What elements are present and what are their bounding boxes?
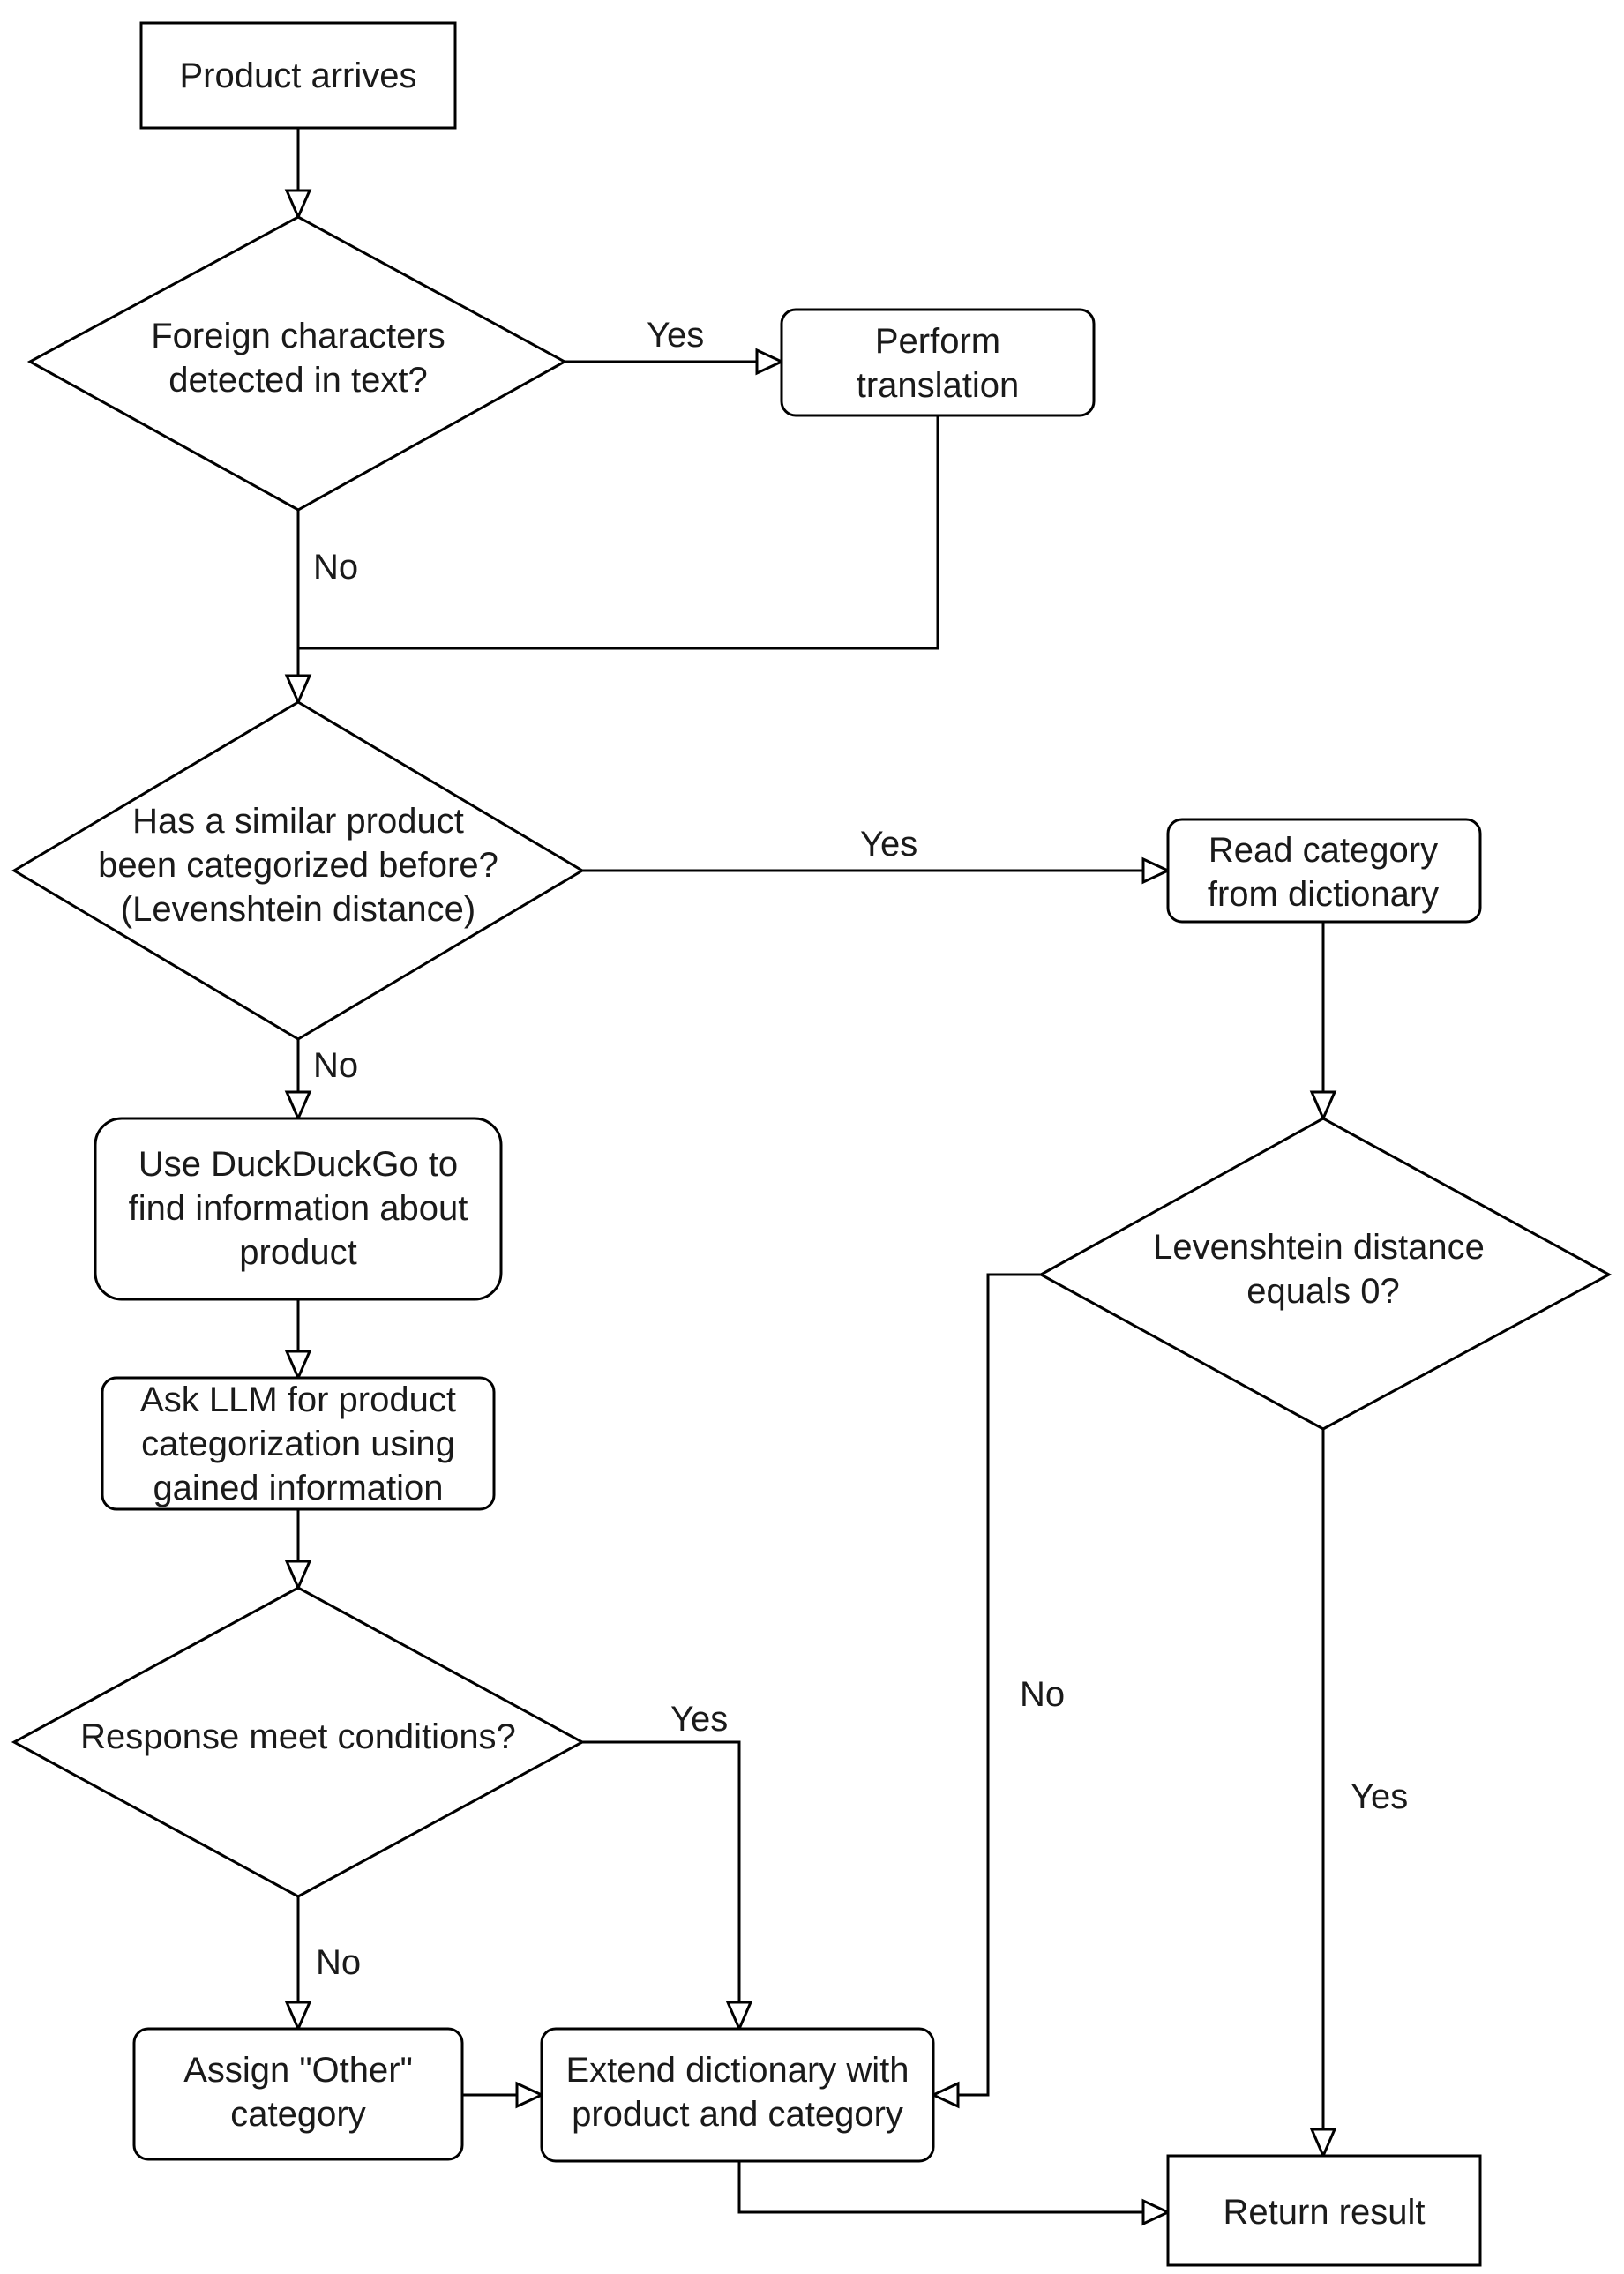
node-similar-product-line-1: Has a similar product <box>132 802 464 841</box>
node-read-category-line-2: from dictionary <box>1208 875 1439 914</box>
node-similar-product-line-3: (Levenshtein distance) <box>121 890 475 929</box>
node-ask-llm: Ask LLM for product categorization using… <box>101 1376 496 1511</box>
edge-duckduckgo-to-llm <box>284 1299 312 1381</box>
node-response-conditions-line-1: Response meet conditions? <box>80 1717 516 1756</box>
node-return-result-line-1: Return result <box>1224 2193 1426 2232</box>
edge-label-levzero-yes: Yes <box>1351 1777 1408 1816</box>
edge-llm-to-response <box>284 1509 312 1591</box>
node-product-arrives-line-1: Product arrives <box>180 56 417 95</box>
node-extend-dictionary-line-2: product and category <box>572 2095 903 2134</box>
edge-response-yes-to-extend <box>582 1740 753 2032</box>
node-read-category: Read category from dictionary <box>1166 818 1482 924</box>
edge-read-to-levzero <box>1309 922 1337 1122</box>
edge-extend-to-return <box>737 2161 1171 2226</box>
node-foreign-characters-line-2: detected in text? <box>168 361 428 400</box>
edge-label-foreign-no: No <box>313 548 358 587</box>
edge-response-no-to-other <box>284 1896 312 2032</box>
edge-label-foreign-yes: Yes <box>647 316 704 355</box>
edge-similar-yes-to-read <box>582 856 1171 885</box>
node-extend-dictionary-line-1: Extend dictionary with <box>565 2051 909 2090</box>
node-extend-dictionary: Extend dictionary with product and categ… <box>540 2027 935 2163</box>
node-levenshtein-zero-line-2: equals 0? <box>1246 1272 1399 1311</box>
node-use-duckduckgo-line-3: product <box>239 1233 356 1272</box>
node-ask-llm-line-3: gained information <box>153 1469 443 1507</box>
edge-levzero-no-to-extend <box>930 1273 1041 2109</box>
edge-foreign-yes-to-translation <box>565 348 785 376</box>
node-use-duckduckgo-line-1: Use DuckDuckGo to <box>138 1145 458 1184</box>
node-foreign-characters-line-1: Foreign characters <box>151 317 445 355</box>
edge-label-similar-yes: Yes <box>860 825 917 864</box>
node-product-arrives: Product arrives <box>139 21 457 130</box>
edge-levzero-yes-to-return <box>1309 1429 1337 2159</box>
node-use-duckduckgo: Use DuckDuckGo to find information about… <box>94 1117 503 1301</box>
node-ask-llm-line-1: Ask LLM for product <box>140 1380 456 1419</box>
node-assign-other: Assign "Other" category <box>132 2027 464 2161</box>
node-levenshtein-zero-line-1: Levenshtein distance <box>1153 1228 1485 1267</box>
edge-label-response-yes: Yes <box>670 1700 728 1739</box>
edge-label-levzero-no: No <box>1020 1675 1065 1714</box>
node-read-category-line-1: Read category <box>1209 831 1438 870</box>
node-foreign-characters-decision: Foreign characters detected in text? <box>26 215 568 512</box>
edge-other-to-extend <box>462 2081 545 2109</box>
node-ask-llm-line-2: categorization using <box>141 1425 455 1463</box>
node-perform-translation-line-1: Perform <box>875 322 1000 361</box>
node-perform-translation-line-2: translation <box>857 366 1020 405</box>
node-response-conditions-decision: Response meet conditions? <box>11 1586 586 1898</box>
node-levenshtein-zero-decision: Levenshtein distance equals 0? <box>1037 1117 1613 1431</box>
node-perform-translation: Perform translation <box>780 308 1096 417</box>
edge-similar-no-to-duckduckgo <box>284 1039 312 1122</box>
edge-label-similar-no: No <box>313 1046 358 1085</box>
node-assign-other-line-1: Assign "Other" <box>183 2051 413 2090</box>
edge-translation-to-merge <box>298 415 939 650</box>
node-return-result: Return result <box>1166 2154 1482 2267</box>
node-similar-product-decision: Has a similar product been categorized b… <box>11 700 585 1041</box>
node-assign-other-line-2: category <box>230 2095 365 2134</box>
edge-label-response-no: No <box>316 1943 361 1982</box>
node-similar-product-line-2: been categorized before? <box>98 846 498 885</box>
edge-foreign-no-to-similar <box>284 510 312 706</box>
edge-start-to-foreign <box>284 128 312 221</box>
node-use-duckduckgo-line-2: find information about <box>129 1189 468 1228</box>
